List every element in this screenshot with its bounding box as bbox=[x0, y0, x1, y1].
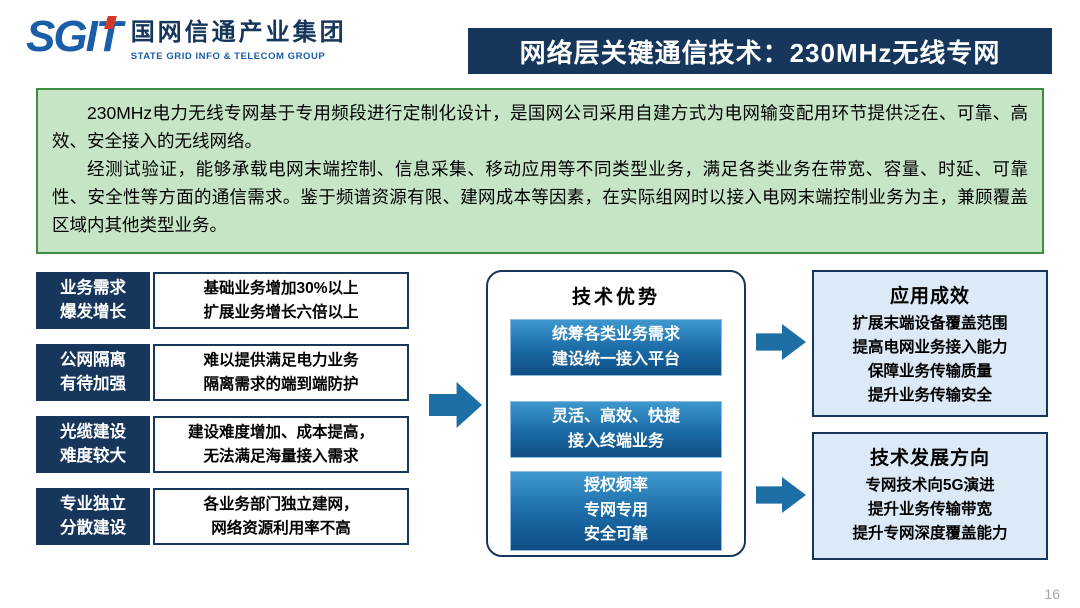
challenge-label: 业务需求 爆发增长 bbox=[36, 272, 150, 329]
challenge-row-demand: 业务需求 爆发增长 基础业务增加30%以上 扩展业务增长六倍以上 bbox=[36, 272, 409, 329]
advantage-item: 灵活、高效、快捷 接入终端业务 bbox=[510, 401, 722, 458]
challenge-row-isolation: 公网隔离 有待加强 难以提供满足电力业务 隔离需求的端到端防护 bbox=[36, 344, 409, 401]
advantages-panel: 技术优势 统筹各类业务需求 建设统一接入平台 灵活、高效、快捷 接入终端业务 授… bbox=[486, 270, 746, 557]
summary-paragraph-1: 230MHz电力无线专网基于专用频段进行定制化设计，是国网公司采用自建方式为电网… bbox=[52, 103, 1028, 151]
page-number: 16 bbox=[1044, 586, 1060, 602]
advantage-item: 统筹各类业务需求 建设统一接入平台 bbox=[510, 319, 722, 376]
tech-direction-box: 技术发展方向 专网技术向5G演进 提升业务传输带宽 提升专网深度覆盖能力 bbox=[812, 432, 1048, 560]
application-results-box: 应用成效 扩展末端设备覆盖范围 提高电网业务接入能力 保障业务传输质量 提升业务… bbox=[812, 270, 1048, 417]
challenge-label: 公网隔离 有待加强 bbox=[36, 344, 150, 401]
summary-panel: 230MHz电力无线专网基于专用频段进行定制化设计，是国网公司采用自建方式为电网… bbox=[36, 88, 1044, 254]
advantage-item: 授权频率 专网专用 安全可靠 bbox=[510, 471, 722, 551]
result-body: 扩展末端设备覆盖范围 提高电网业务接入能力 保障业务传输质量 提升业务传输安全 bbox=[852, 315, 1008, 405]
arrow-right-icon bbox=[756, 477, 806, 513]
challenge-row-siloed: 专业独立 分散建设 各业务部门独立建网， 网络资源利用率不高 bbox=[36, 488, 409, 545]
challenge-label: 光缆建设 难度较大 bbox=[36, 416, 150, 473]
challenge-label: 专业独立 分散建设 bbox=[36, 488, 150, 545]
result-body: 专网技术向5G演进 提升业务传输带宽 提升专网深度覆盖能力 bbox=[852, 477, 1008, 543]
challenge-desc: 基础业务增加30%以上 扩展业务增长六倍以上 bbox=[153, 272, 409, 329]
result-title: 应用成效 bbox=[889, 286, 970, 307]
arrow-right-icon bbox=[756, 324, 806, 360]
challenge-row-fiber: 光缆建设 难度较大 建设难度增加、成本提高， 无法满足海量接入需求 bbox=[36, 416, 409, 473]
challenge-list: 业务需求 爆发增长 基础业务增加30%以上 扩展业务增长六倍以上 公网隔离 有待… bbox=[36, 272, 409, 560]
challenge-desc: 建设难度增加、成本提高， 无法满足海量接入需求 bbox=[153, 416, 409, 473]
advantages-title: 技术优势 bbox=[571, 287, 660, 308]
slide-title: 网络层关键通信技术：230MHz无线专网 bbox=[468, 28, 1052, 74]
result-title: 技术发展方向 bbox=[869, 448, 990, 469]
company-name-block: 国网信通产业集团 STATE GRID INFO & TELECOM GROUP bbox=[131, 12, 347, 62]
company-name-en: STATE GRID INFO & TELECOM GROUP bbox=[130, 51, 326, 62]
challenge-desc: 各业务部门独立建网， 网络资源利用率不高 bbox=[153, 488, 409, 545]
company-logo: SGIT 国网信通产业集团 STATE GRID INFO & TELECOM … bbox=[26, 12, 347, 63]
summary-paragraph-2: 经测试验证，能够承载电网末端控制、信息采集、移动应用等不同类型业务，满足各类业务… bbox=[52, 159, 1028, 235]
challenge-desc: 难以提供满足电力业务 隔离需求的端到端防护 bbox=[153, 344, 409, 401]
company-name-cn: 国网信通产业集团 bbox=[130, 19, 347, 46]
sgit-logo-mark: SGIT bbox=[26, 15, 131, 59]
arrow-right-icon bbox=[429, 382, 482, 428]
